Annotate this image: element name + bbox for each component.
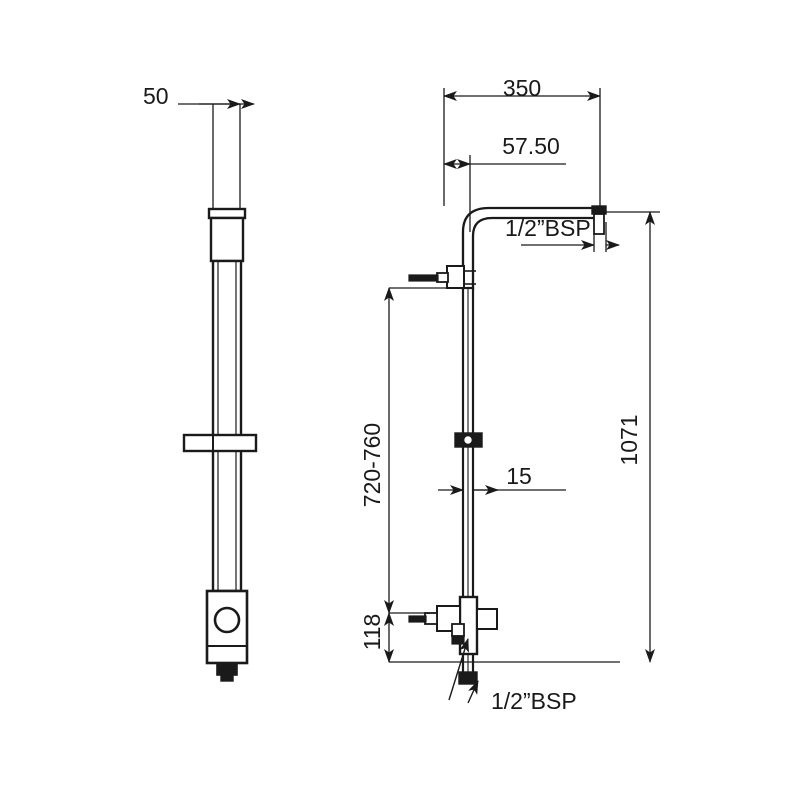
- callout-label-inlet-thread: 1/2”BSP: [491, 688, 577, 714]
- valve-mid-block: [451, 623, 465, 637]
- rail-bottom-cap: [216, 662, 238, 676]
- shower-head-outlet: [591, 205, 607, 215]
- dim-57-50: [443, 155, 566, 232]
- valve-left-handle-stem: [424, 612, 438, 625]
- right-view-riser-column: [384, 88, 660, 704]
- rail-tube: [211, 259, 243, 593]
- dim-label-1071: 1071: [616, 414, 642, 465]
- rail-bottom-stud: [220, 674, 234, 682]
- rail-head-housing: [209, 216, 245, 263]
- valve-lower-stud: [451, 635, 465, 645]
- left-view-slide-rail: [178, 99, 258, 682]
- dim-label-50: 50: [143, 83, 169, 109]
- dim-label-350: 350: [503, 75, 541, 101]
- mid-rail-clamp: [454, 432, 483, 448]
- dim-118: [384, 612, 620, 663]
- slider-handle: [182, 433, 258, 453]
- callout-leader-bottom: [448, 638, 479, 704]
- dim-label-15: 15: [506, 463, 532, 489]
- valve-right-handle: [476, 608, 498, 630]
- dim-1071: [606, 211, 660, 663]
- rail-top-cap: [207, 207, 247, 220]
- dim-label-720-760: 720-760: [359, 423, 385, 507]
- callout-label-outlet-thread: 1/2”BSP: [505, 215, 591, 241]
- rail-tube-edge-lines: [217, 261, 237, 591]
- shower-head-outlet-nipple: [593, 213, 605, 235]
- mixer-valve-body: [424, 595, 498, 656]
- upper-wall-bracket: [436, 265, 476, 289]
- valve-handle-arm: [408, 615, 427, 623]
- upper-bracket-arm: [408, 274, 439, 282]
- dimension-labels: 50 350 57.50 720-760 118 1071 15 1/2”BSP…: [143, 75, 642, 714]
- bottom-inlet-connector: [458, 671, 478, 685]
- dim-label-118: 118: [359, 614, 385, 651]
- dim-350: [443, 88, 601, 206]
- dim-50-extension-lines: [212, 104, 241, 208]
- dim-720-760: [384, 287, 460, 614]
- dim-label-57-50: 57.50: [502, 133, 560, 159]
- outlet-port-circle: [213, 606, 241, 634]
- dim-outlet-thread: [521, 222, 620, 252]
